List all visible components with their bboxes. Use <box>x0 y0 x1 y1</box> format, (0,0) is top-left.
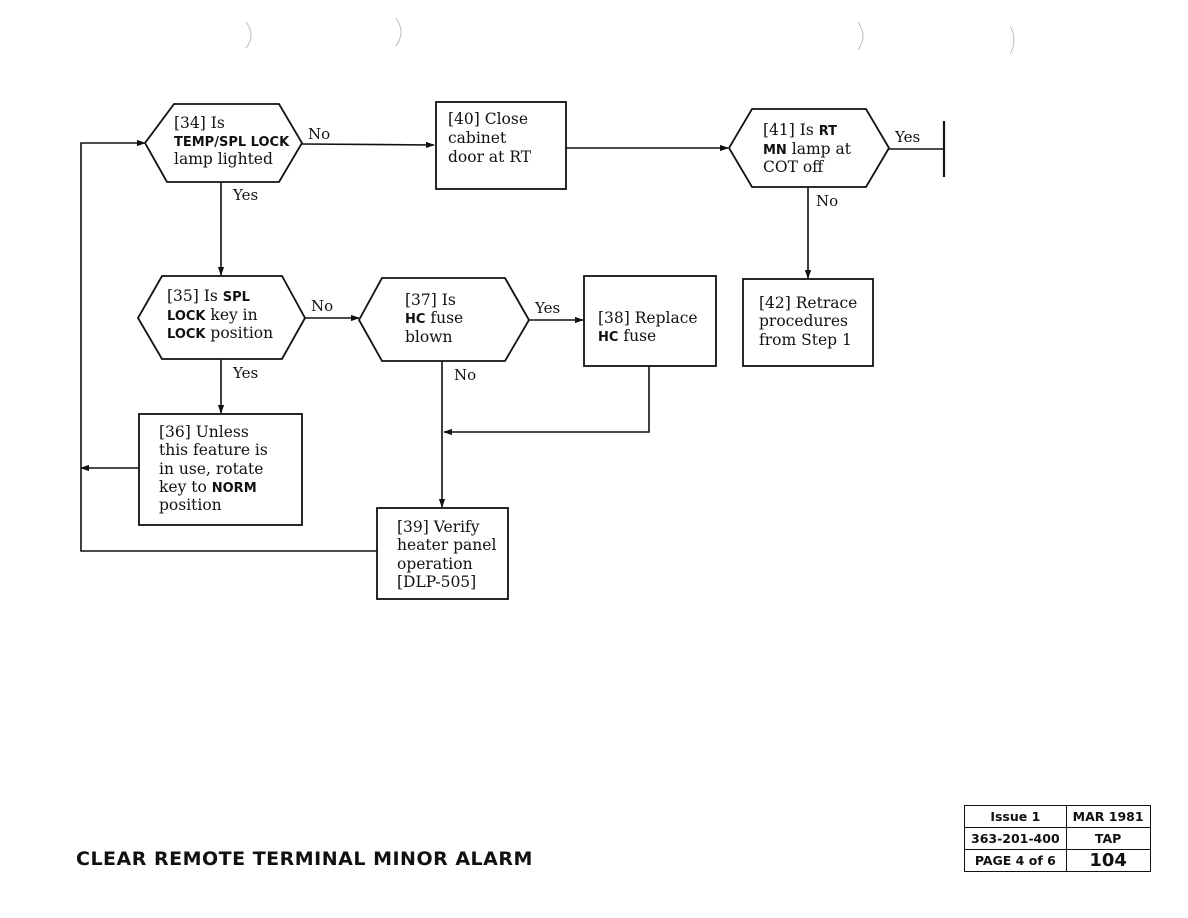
step-41-text: [41] Is RT MN lamp at COT off <box>763 121 856 176</box>
step-39-box <box>376 507 509 600</box>
connectors <box>80 121 946 552</box>
page-cell: PAGE 4 of 6 <box>964 849 1067 872</box>
step-39-text: [39] Verify heater panel operation [DLP-… <box>397 518 501 591</box>
tap-number-cell: 104 <box>1065 849 1151 872</box>
shapes <box>136 101 891 600</box>
step-34-decision <box>143 103 304 183</box>
branch-labels: No Yes Yes No No Yes Yes No <box>232 125 920 384</box>
step-38-text: [38] Replace HC fuse <box>598 309 703 345</box>
step-37-decision <box>357 277 531 362</box>
label-35-yes: Yes <box>232 364 258 382</box>
arrow-34-to-40 <box>301 141 435 149</box>
label-34-yes: Yes <box>232 186 258 204</box>
tap-label-cell: TAP <box>1065 827 1151 850</box>
arrow-38-to-join <box>443 366 650 436</box>
step-35-decision <box>136 275 307 360</box>
step-41-decision <box>727 108 891 188</box>
label-41-no: No <box>816 192 838 210</box>
issue-cell: Issue 1 <box>964 805 1067 828</box>
scan-marks <box>245 17 1015 55</box>
step-40-text: [40] Close cabinet door at RT <box>448 110 533 166</box>
page-title: CLEAR REMOTE TERMINAL MINOR ALARM <box>76 848 533 870</box>
label-37-yes: Yes <box>534 299 560 317</box>
step-34-text: [34] Is TEMP/SPL LOCK lamp lighted <box>174 114 294 168</box>
label-41-yes: Yes <box>894 128 920 146</box>
arrow-loop-back-to-34 <box>80 139 377 552</box>
label-34-no: No <box>308 125 330 143</box>
step-37-text: [37] Is HC fuse blown <box>405 291 468 346</box>
date-cell: MAR 1981 <box>1065 805 1151 828</box>
step-36-box <box>138 413 303 526</box>
step-38-box <box>583 275 717 367</box>
label-37-no: No <box>454 366 476 384</box>
step-36-text: [36] Unless this feature is in use, rota… <box>159 423 273 514</box>
label-35-no: No <box>311 297 333 315</box>
step-40-box <box>435 101 567 190</box>
step-35-text: [35] Is SPL LOCK key in LOCK position <box>167 287 273 342</box>
step-42-text: [42] Retrace procedures from Step 1 <box>759 294 862 349</box>
step-42-box <box>742 278 874 367</box>
document-info-block: Issue 1 MAR 1981 363-201-400 TAP PAGE 4 … <box>964 805 1151 872</box>
doc-number-cell: 363-201-400 <box>964 827 1067 850</box>
